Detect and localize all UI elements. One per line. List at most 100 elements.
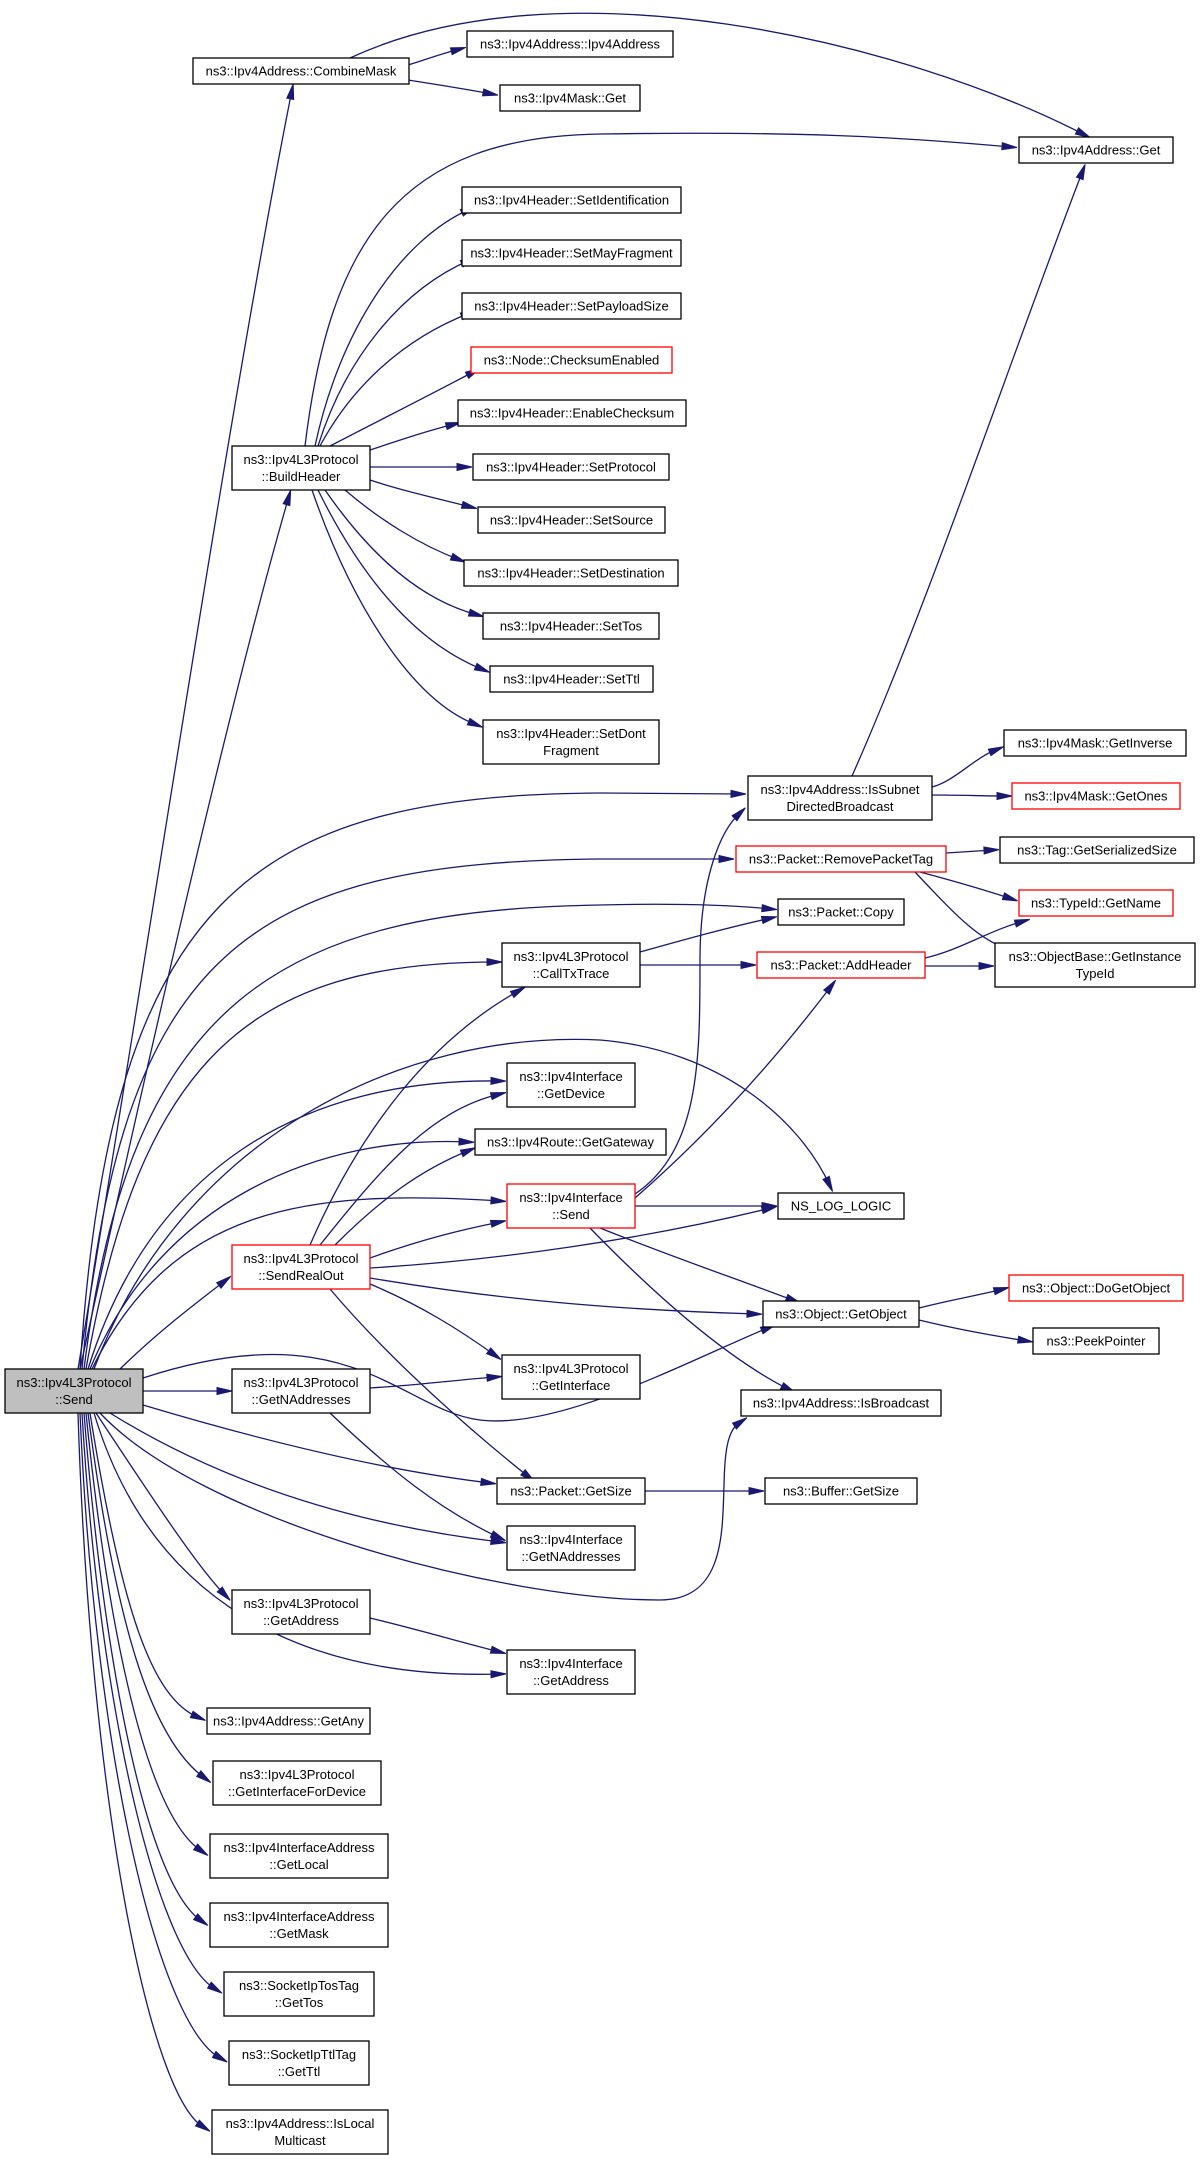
edge-line	[369, 1277, 757, 1315]
node-checksumenabled[interactable]: ns3::Node::ChecksumEnabled	[470, 346, 673, 374]
node-socketttl-getttl[interactable]: ns3::SocketIpTtlTag::GetTtl	[228, 2040, 370, 2086]
edge-send-to-socketttl_getttl	[79, 1412, 228, 2063]
edge-line	[79, 792, 741, 1370]
edge-line	[99, 1412, 743, 1601]
edge-issubnetbcast-to-getinverse	[931, 746, 1004, 788]
node-box	[223, 1971, 375, 2017]
node-getinterface[interactable]: ns3::Ipv4L3Protocol::GetInterface	[501, 1354, 641, 1400]
node-sockettos-gettos[interactable]: ns3::SocketIpTosTag::GetTos	[223, 1971, 375, 2017]
edge-line	[634, 984, 833, 1199]
node-ifaceaddr-getmask[interactable]: ns3::Ipv4InterfaceAddress::GetMask	[209, 1902, 389, 1948]
node-setttl[interactable]: ns3::Ipv4Header::SetTtl	[489, 665, 654, 693]
node-setdestination[interactable]: ns3::Ipv4Header::SetDestination	[463, 559, 679, 587]
node-send[interactable]: ns3::Ipv4L3Protocol::Send	[4, 1368, 144, 1414]
edge-send-to-getany	[89, 1412, 206, 1721]
node-ifaceaddr-getlocal[interactable]: ns3::Ipv4InterfaceAddress::GetLocal	[209, 1833, 389, 1879]
arrowhead	[822, 979, 837, 996]
node-calltxtrace[interactable]: ns3::Ipv4L3Protocol::CallTxTrace	[501, 942, 641, 988]
node-ipv4addr-get[interactable]: ns3::Ipv4Address::Get	[1018, 136, 1174, 164]
node-label: ns3::Ipv4Interface	[519, 1532, 622, 1547]
node-packet-getsize[interactable]: ns3::Packet::GetSize	[496, 1477, 646, 1505]
edge-line	[85, 961, 497, 1370]
edge-send-to-removepackettag	[81, 854, 735, 1370]
edge-send-to-isbroadcast	[99, 1412, 748, 1601]
edge-object_getobject-to-dogetobject	[918, 1287, 1010, 1309]
arrowhead	[194, 2119, 211, 2132]
arrowhead	[730, 789, 747, 799]
node-dogetobject[interactable]: ns3::Object::DoGetObject	[1008, 1274, 1184, 1302]
node-label: ns3::Ipv4L3Protocol	[240, 1767, 355, 1782]
node-box	[999, 836, 1195, 864]
node-iface-send[interactable]: ns3::Ipv4Interface::Send	[506, 1183, 636, 1229]
node-setprotocol[interactable]: ns3::Ipv4Header::SetProtocol	[472, 453, 670, 481]
node-tag-getsersize[interactable]: ns3::Tag::GetSerializedSize	[999, 836, 1195, 864]
arrowhead	[444, 422, 462, 431]
arrowhead	[456, 462, 473, 472]
node-box	[463, 559, 679, 587]
node-buffer-getsize[interactable]: ns3::Buffer::GetSize	[764, 1477, 918, 1505]
node-box	[209, 1902, 389, 1948]
node-isbroadcast[interactable]: ns3::Ipv4Address::IsBroadcast	[740, 1389, 942, 1417]
node-box	[489, 665, 654, 693]
node-sendrealout[interactable]: ns3::Ipv4L3Protocol::SendRealOut	[231, 1244, 371, 1290]
edge-send-to-issubnetbcast	[79, 789, 747, 1370]
node-label: ns3::ObjectBase::GetInstance	[1009, 949, 1182, 964]
node-iface-getaddress[interactable]: ns3::Ipv4Interface::GetAddress	[506, 1649, 636, 1695]
node-object-getobject[interactable]: ns3::Object::GetObject	[762, 1300, 920, 1328]
node-peekpointer[interactable]: ns3::PeekPointer	[1032, 1327, 1160, 1355]
edge-line	[369, 1221, 501, 1259]
node-box	[231, 445, 371, 491]
node-packet-copy[interactable]: ns3::Packet::Copy	[777, 898, 905, 926]
node-label: ::GetInterfaceForDevice	[228, 1784, 366, 1799]
node-buildheader[interactable]: ns3::Ipv4L3Protocol::BuildHeader	[231, 445, 371, 491]
node-ipv4addr-ctor[interactable]: ns3::Ipv4Address::Ipv4Address	[466, 30, 674, 58]
node-label: ns3::Ipv4InterfaceAddress	[223, 1909, 375, 1924]
edge-line	[87, 1412, 207, 1780]
node-label: ::GetNAddresses	[252, 1392, 351, 1407]
node-removepackettag[interactable]: ns3::Packet::RemovePacketTag	[735, 845, 947, 873]
node-label: ns3::Ipv4Header::SetTos	[500, 619, 643, 634]
node-setpayload[interactable]: ns3::Ipv4Header::SetPayloadSize	[461, 292, 682, 320]
node-label: ns3::Ipv4Header::SetDestination	[477, 566, 664, 581]
node-ns-log-logic[interactable]: NS_LOG_LOGIC	[777, 1192, 905, 1220]
edge-send-to-iface_getaddress	[93, 1412, 507, 1679]
edge-buildheader-to-setsource	[369, 479, 478, 509]
edge-iface_send-to-issubnetbcast	[634, 807, 746, 1195]
node-settos[interactable]: ns3::Ipv4Header::SetTos	[482, 612, 660, 640]
node-combinemask[interactable]: ns3::Ipv4Address::CombineMask	[192, 57, 410, 85]
node-enablechecksum[interactable]: ns3::Ipv4Header::EnableChecksum	[457, 399, 687, 427]
node-getifacefordevice[interactable]: ns3::Ipv4L3Protocol::GetInterfaceForDevi…	[212, 1760, 382, 1806]
edge-send-to-route_getgateway	[89, 1137, 475, 1370]
arrowhead	[731, 807, 746, 822]
node-setmayfrag[interactable]: ns3::Ipv4Header::SetMayFragment	[461, 239, 682, 267]
node-issubnetbcast[interactable]: ns3::Ipv4Address::IsSubnetDirectedBroadc…	[747, 775, 933, 821]
arrowhead	[490, 1670, 507, 1679]
node-ipv4mask-get[interactable]: ns3::Ipv4Mask::Get	[499, 84, 641, 112]
edge-calltxtrace-to-packet_copy	[639, 916, 778, 953]
node-getany[interactable]: ns3::Ipv4Address::GetAny	[206, 1707, 371, 1735]
edge-send-to-iface_getnaddresses	[109, 1412, 507, 1545]
node-setsource[interactable]: ns3::Ipv4Header::SetSource	[477, 506, 666, 534]
node-iface-getdevice[interactable]: ns3::Ipv4Interface::GetDevice	[506, 1062, 636, 1108]
node-setident[interactable]: ns3::Ipv4Header::SetIdentification	[461, 186, 682, 214]
node-l3-getaddress[interactable]: ns3::Ipv4L3Protocol::GetAddress	[231, 1589, 371, 1635]
node-label: ns3::Buffer::GetSize	[783, 1484, 899, 1499]
node-route-getgateway[interactable]: ns3::Ipv4Route::GetGateway	[474, 1128, 667, 1156]
node-label: ns3::Ipv4Interface	[519, 1656, 622, 1671]
node-getnaddresses-l3[interactable]: ns3::Ipv4L3Protocol::GetNAddresses	[231, 1368, 371, 1414]
edge-sendrealout-to-object_getobject	[369, 1277, 763, 1318]
node-label: ::BuildHeader	[262, 469, 341, 484]
node-addheader[interactable]: ns3::Packet::AddHeader	[756, 951, 926, 979]
node-getones[interactable]: ns3::Ipv4Mask::GetOnes	[1011, 782, 1181, 810]
arrowhead	[460, 500, 478, 509]
edge-object_getobject-to-peekpointer	[918, 1319, 1034, 1344]
node-getinverse[interactable]: ns3::Ipv4Mask::GetInverse	[1003, 729, 1187, 757]
node-typeid-getname[interactable]: ns3::TypeId::GetName	[1018, 889, 1174, 917]
node-iface-getnaddresses[interactable]: ns3::Ipv4Interface::GetNAddresses	[506, 1525, 636, 1571]
arrowhead	[746, 1309, 763, 1318]
node-label: ns3::TypeId::GetName	[1031, 896, 1161, 911]
arrowhead	[216, 1386, 233, 1396]
